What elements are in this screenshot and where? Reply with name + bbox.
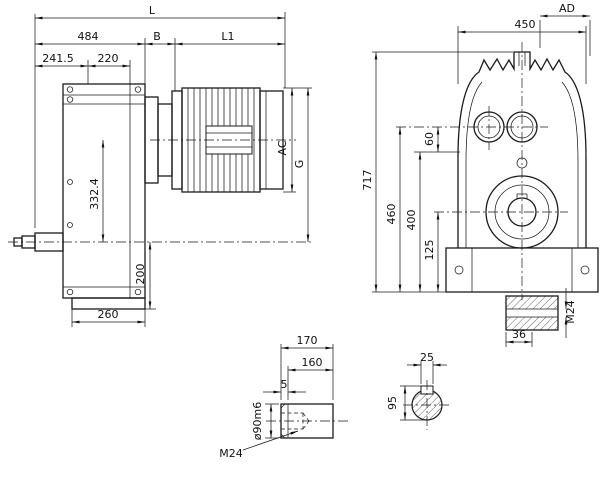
shaft-section-body xyxy=(403,380,451,430)
dim-241-5: 241.5 xyxy=(42,52,74,65)
dim-260: 260 xyxy=(98,308,119,321)
dim-484: 484 xyxy=(78,30,99,43)
key-section-detail: M24 36 xyxy=(505,288,577,347)
dim-M24-front: M24 xyxy=(564,300,577,324)
dim-36: 36 xyxy=(512,328,526,341)
dim-160: 160 xyxy=(302,356,323,369)
shaft-section: 25 95 xyxy=(386,351,451,430)
dim-220: 220 xyxy=(98,52,119,65)
side-view: L 484 B L1 241.5 220 332.4 AC G 200 260 xyxy=(8,4,312,327)
bolt-hole xyxy=(66,96,74,103)
dim-AD: AD xyxy=(559,2,575,15)
shaft-detail-body xyxy=(266,403,348,439)
dim-B: B xyxy=(153,30,161,43)
dim-400: 400 xyxy=(405,210,418,231)
bolt-hole xyxy=(67,179,73,185)
dim-450: 450 xyxy=(515,18,536,31)
dim-717: 717 xyxy=(361,170,374,191)
dim-170: 170 xyxy=(297,334,318,347)
dim-200: 200 xyxy=(134,264,147,285)
front-view: 450 AD 717 460 400 60 125 M24 36 xyxy=(361,2,599,347)
side-view-body xyxy=(8,83,312,310)
foot-hole xyxy=(454,265,464,275)
dim-25: 25 xyxy=(420,351,434,364)
side-view-dimensions: L 484 B L1 241.5 220 332.4 AC G 200 260 xyxy=(34,4,312,327)
dim-M24-shaft: M24 xyxy=(219,447,243,460)
bolt-hole xyxy=(66,288,74,296)
bolt-hole xyxy=(134,86,142,93)
foot-hole xyxy=(580,265,590,275)
bolt-hole xyxy=(67,222,73,228)
bolt-hole xyxy=(134,288,142,296)
key-section-block xyxy=(505,295,559,331)
dim-5: 5 xyxy=(281,378,288,391)
front-view-body xyxy=(396,42,599,300)
dim-L1: L1 xyxy=(221,30,234,43)
housing-base xyxy=(71,297,146,310)
shaft-detail-dimensions: 170 160 5 ø90m6 M24 xyxy=(219,334,334,460)
dim-460: 460 xyxy=(385,204,398,225)
bolt-hole xyxy=(66,86,74,93)
shaft-section-dimensions: 25 95 xyxy=(386,351,447,421)
shaft-detail: 170 160 5 ø90m6 M24 xyxy=(219,334,348,460)
dim-125: 125 xyxy=(423,240,436,261)
dim-dia-90m6: ø90m6 xyxy=(251,402,264,440)
dim-L: L xyxy=(149,4,156,17)
front-view-dimensions: 450 AD 717 460 400 60 125 xyxy=(361,2,591,293)
m24-leader-line xyxy=(242,430,299,451)
dim-95: 95 xyxy=(386,396,399,410)
dim-AC: AC xyxy=(276,140,289,155)
dim-332-4: 332.4 xyxy=(88,178,101,210)
dim-60: 60 xyxy=(423,132,436,146)
gear-housing xyxy=(62,83,146,299)
dim-G: G xyxy=(293,160,306,169)
